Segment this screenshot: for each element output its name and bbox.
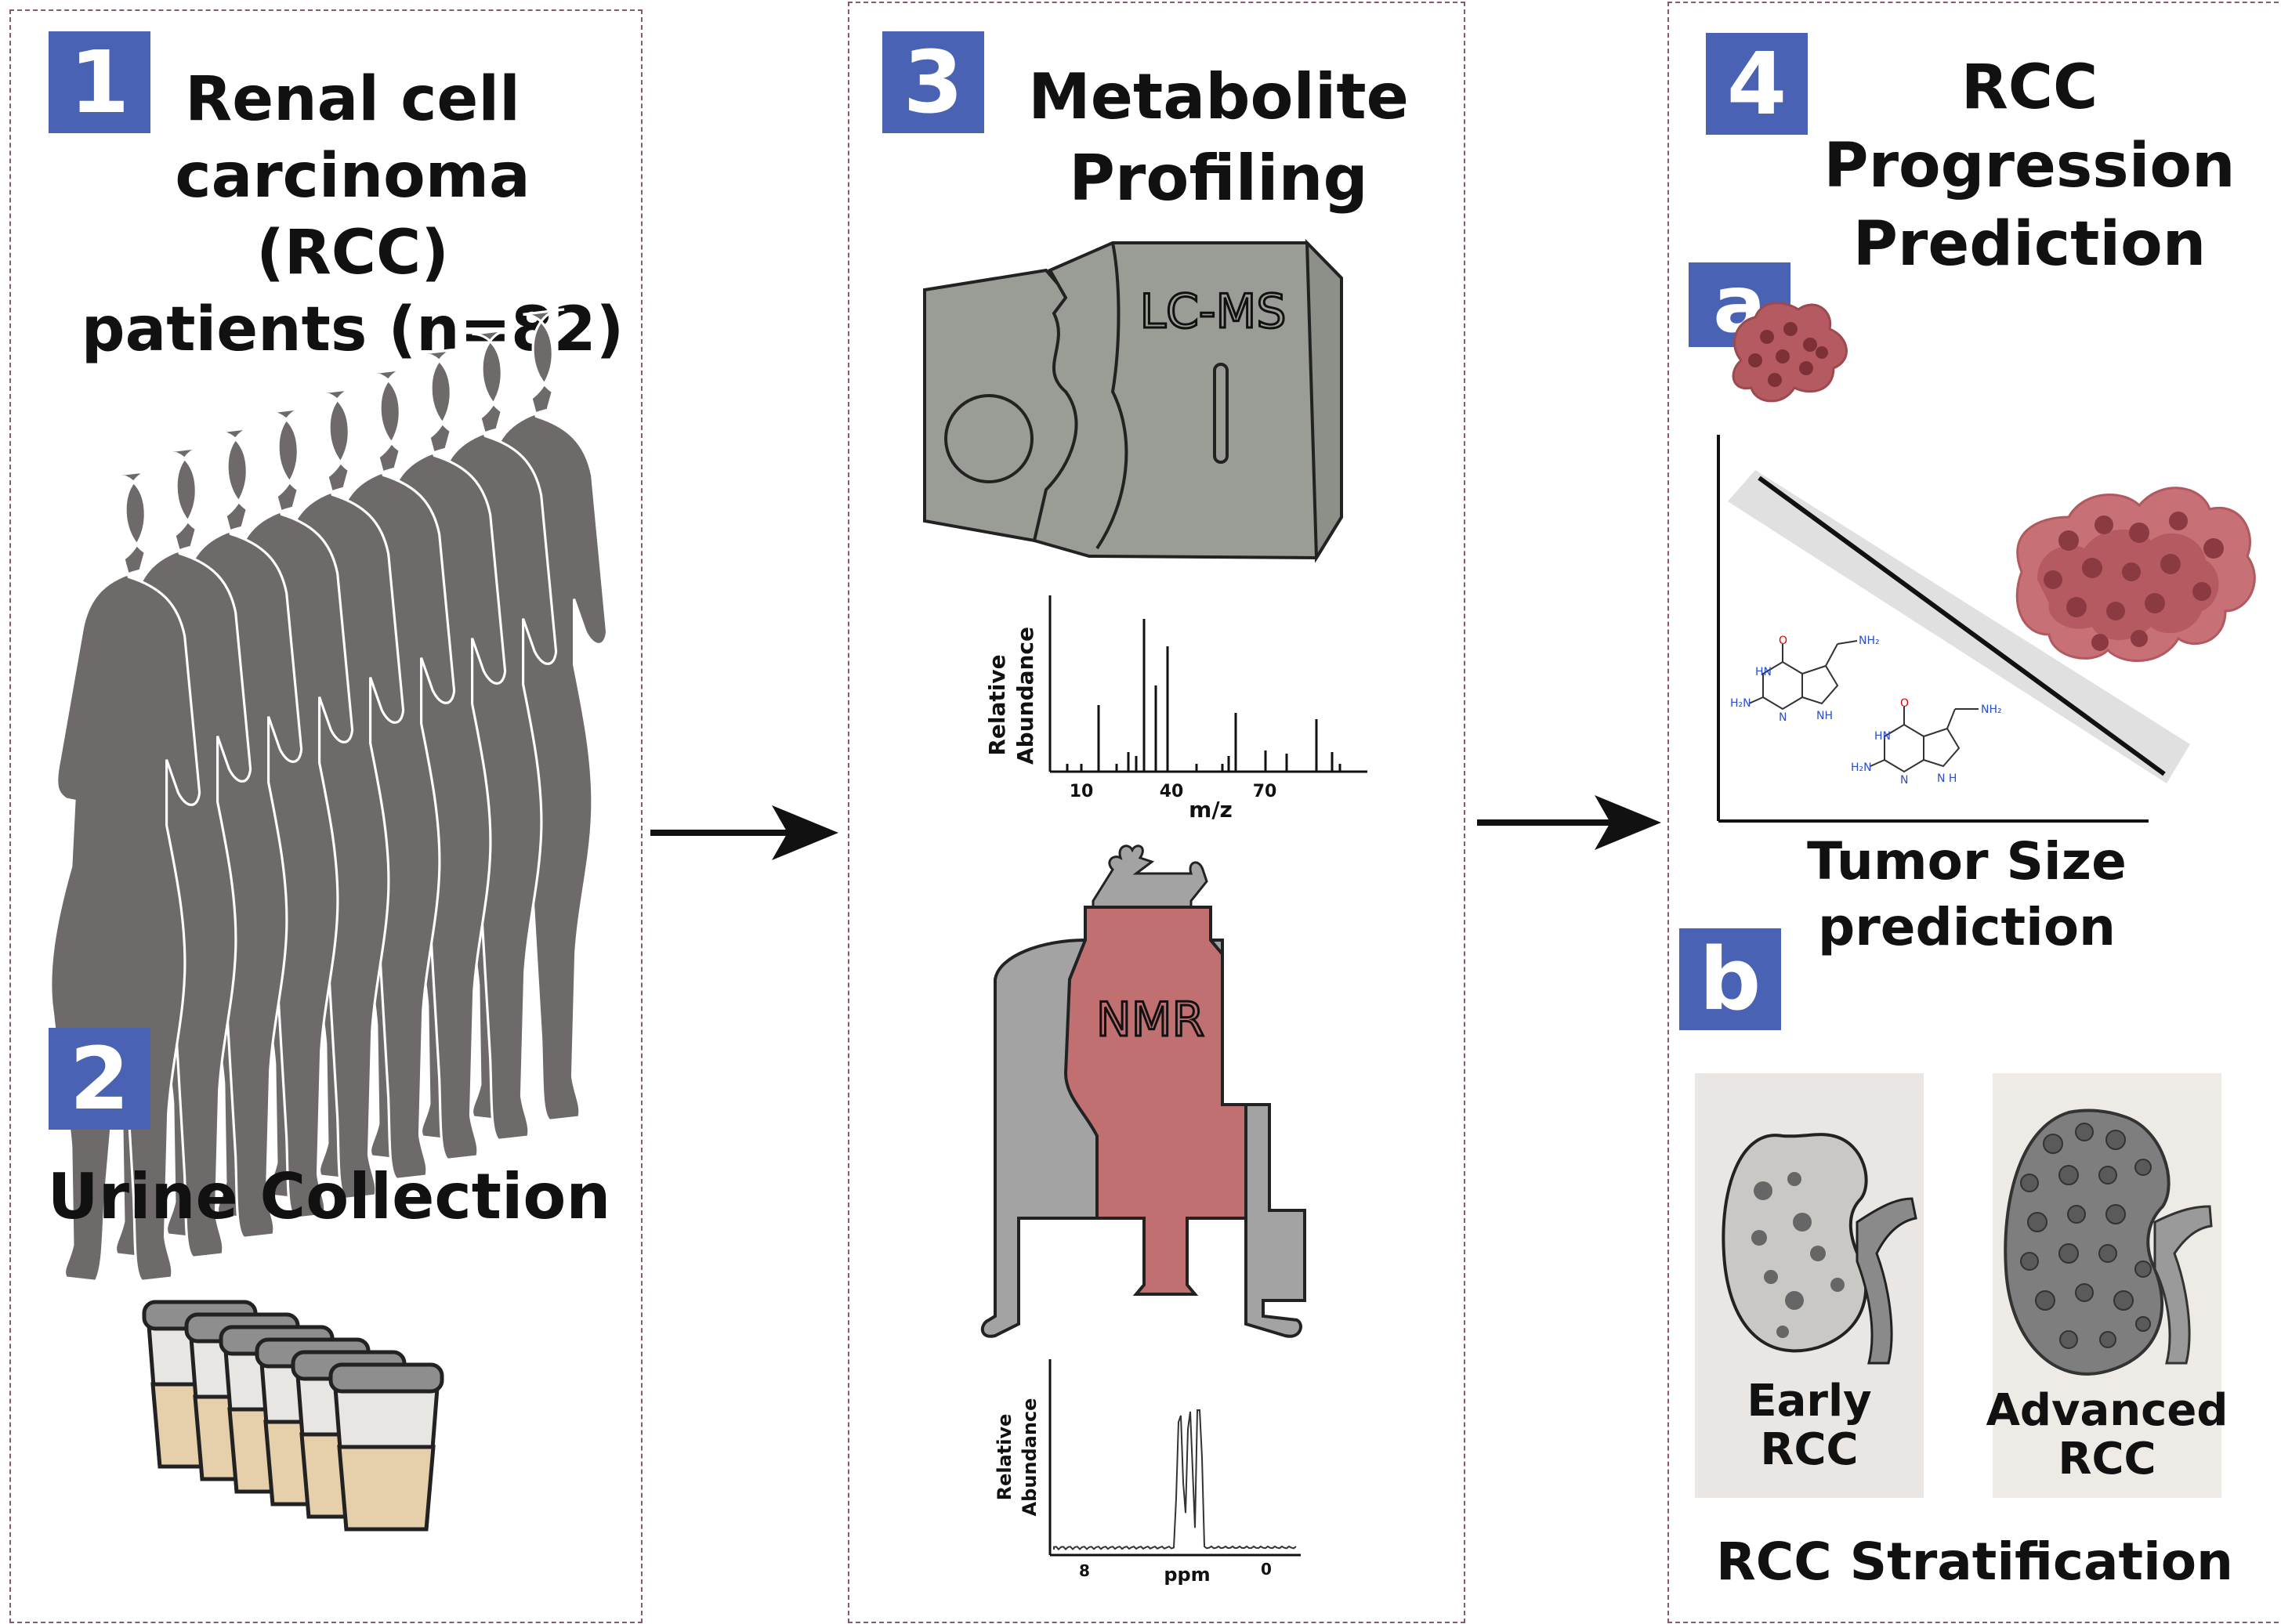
tumor-size-caption-line-2: prediction — [1817, 897, 2116, 957]
lcms-label: LC-MS — [1140, 284, 1287, 339]
step-1-badge: 1 — [49, 31, 150, 133]
step-3-title-line-1: Metabolite — [1028, 60, 1409, 133]
early-rcc-label: Early RCC — [1695, 1377, 1924, 1474]
tumor-size-caption-line-1: Tumor Size — [1807, 831, 2127, 892]
mol2-nh: HN — [1874, 730, 1891, 743]
panel-patients — [9, 9, 643, 1623]
step-4-title-line-1: RCC — [1961, 52, 2098, 123]
mol2-o: O — [1900, 697, 1909, 710]
step-3-title: Metabolite Profiling — [1003, 56, 1434, 219]
molecule-structure-2 — [1870, 707, 1979, 773]
mol1-nh: HN — [1755, 666, 1772, 678]
advanced-rcc-label: Advanced RCC — [1982, 1387, 2232, 1484]
step-4-title-line-2: Progression — [1823, 131, 2236, 201]
step-4-title-line-3: Prediction — [1852, 209, 2207, 280]
panel-metabolite-profiling — [848, 2, 1465, 1623]
advanced-kidney-icon — [2004, 1109, 2213, 1376]
mol1-n: N — [1779, 711, 1787, 724]
step-4-title: RCC Progression Prediction — [1802, 49, 2257, 284]
early-rcc-label-line-2: RCC — [1760, 1424, 1859, 1475]
nmr-ylabel-line-2: Abundance — [1019, 1398, 1041, 1517]
early-kidney-icon — [1722, 1133, 1917, 1365]
early-rcc-label-line-1: Early — [1747, 1376, 1872, 1427]
panel-prediction — [1667, 2, 2281, 1623]
ms-ylabel-line-2: Abundance — [1012, 627, 1038, 765]
mol1-h2n: H₂N — [1730, 697, 1751, 710]
nmr-xlabel: ppm — [1164, 1564, 1210, 1586]
ms-xlabel: m/z — [1189, 797, 1233, 823]
large-tumor — [2015, 486, 2256, 662]
mol1-nh2: NH₂ — [1859, 635, 1880, 647]
step-2-badge: 2 — [49, 1028, 150, 1130]
mol2-n: N — [1900, 774, 1908, 787]
nmr-tick-8: 8 — [1079, 1561, 1090, 1580]
advanced-rcc-label-line-2: RCC — [2058, 1434, 2156, 1485]
ms-ylabel-line-1: Relative — [984, 654, 1010, 755]
step-3-title-line-2: Profiling — [1069, 142, 1368, 215]
step-1-title: Renal cell carcinoma (RCC) patients (n=8… — [71, 61, 635, 368]
nmr-label: NMR — [1096, 993, 1204, 1047]
molecule-structure-1 — [1748, 640, 1858, 711]
advanced-rcc-label-line-1: Advanced — [1986, 1385, 2229, 1436]
step-2-title: Urine Collection — [47, 1160, 611, 1233]
mol2-nh-ring: N H — [1937, 772, 1957, 785]
step-4-badge: 4 — [1706, 33, 1808, 135]
nmr-tick-0: 0 — [1261, 1560, 1272, 1579]
small-tumor — [1732, 302, 1848, 403]
ms-tick-70: 70 — [1253, 782, 1277, 801]
mol2-nh2: NH₂ — [1981, 703, 2002, 716]
ms-tick-40: 40 — [1160, 782, 1184, 801]
step-3-badge: 3 — [882, 31, 984, 133]
nmr-ylabel-line-1: Relative — [994, 1414, 1016, 1501]
step-1-title-line-1: Renal cell — [185, 64, 520, 135]
step-1-title-line-2: carcinoma (RCC) — [175, 141, 530, 288]
sub-b-badge: b — [1679, 928, 1781, 1030]
mol1-nh-ring: NH — [1816, 710, 1833, 722]
ms-tick-10: 10 — [1070, 782, 1094, 801]
tumor-size-caption: Tumor Size prediction — [1779, 829, 2155, 960]
rcc-stratification-caption: RCC Stratification — [1715, 1532, 2234, 1592]
mol1-o: O — [1779, 635, 1787, 647]
mol2-h2n: H₂N — [1851, 761, 1872, 774]
